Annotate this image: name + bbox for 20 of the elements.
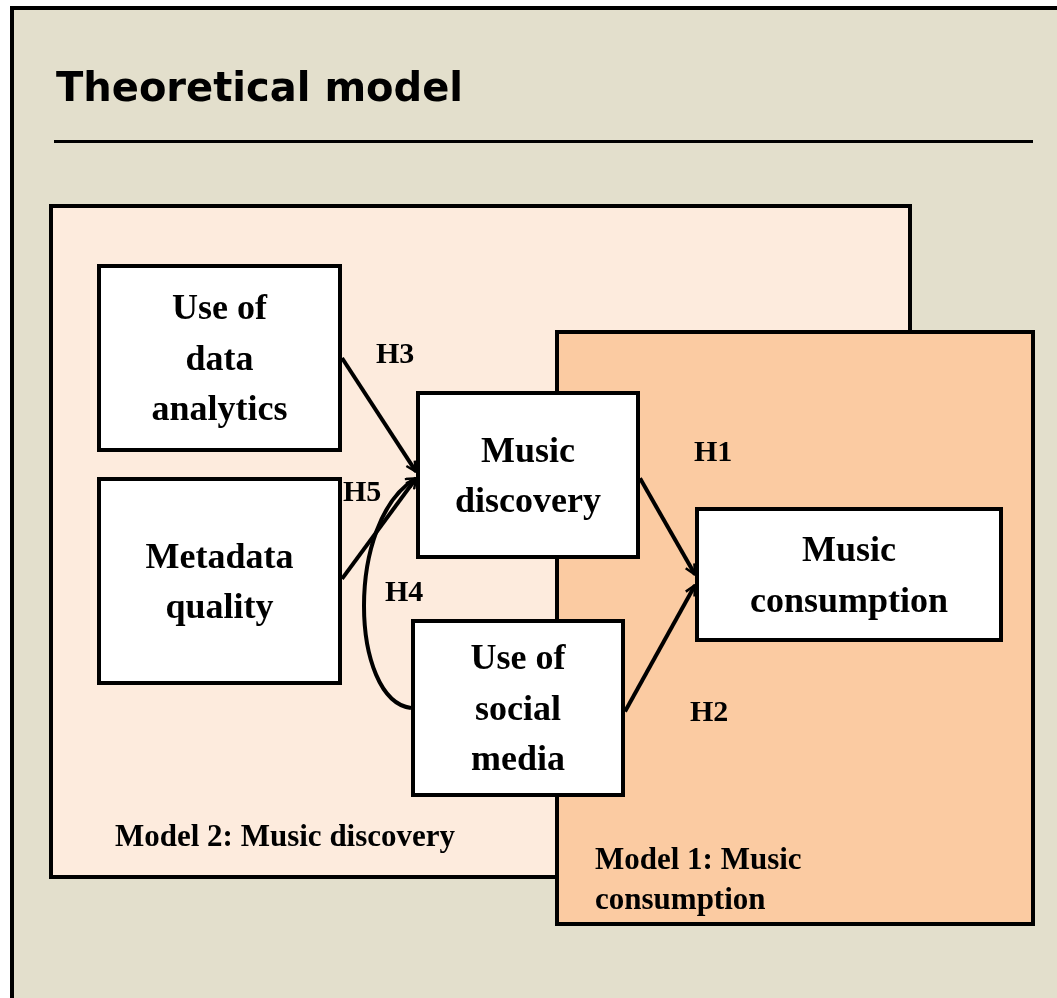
hypothesis-label: H1	[694, 434, 733, 468]
variable-label: Music consumption	[748, 528, 950, 622]
variable-box	[695, 507, 1003, 642]
hypothesis-label: H3	[376, 336, 415, 370]
hypothesis-label: H5	[343, 474, 382, 508]
model-caption: Model 2: Music discovery	[115, 817, 457, 855]
variable-label: Use of data analytics	[150, 286, 289, 431]
arrow	[362, 476, 418, 710]
variable-label: Use of social media	[469, 636, 567, 781]
variable-label: Metadata quality	[144, 534, 295, 628]
variable-box	[97, 264, 342, 452]
variable-label: Music discovery	[454, 428, 602, 522]
hypothesis-label: H2	[690, 694, 729, 728]
arrow	[340, 356, 418, 473]
panel-title: Theoretical model	[56, 64, 464, 110]
arrow	[623, 584, 697, 713]
arrow	[638, 477, 697, 576]
variable-box	[97, 477, 342, 685]
model-caption: Model 1: Music consumption	[595, 840, 803, 919]
hypothesis-label: H4	[385, 574, 424, 608]
